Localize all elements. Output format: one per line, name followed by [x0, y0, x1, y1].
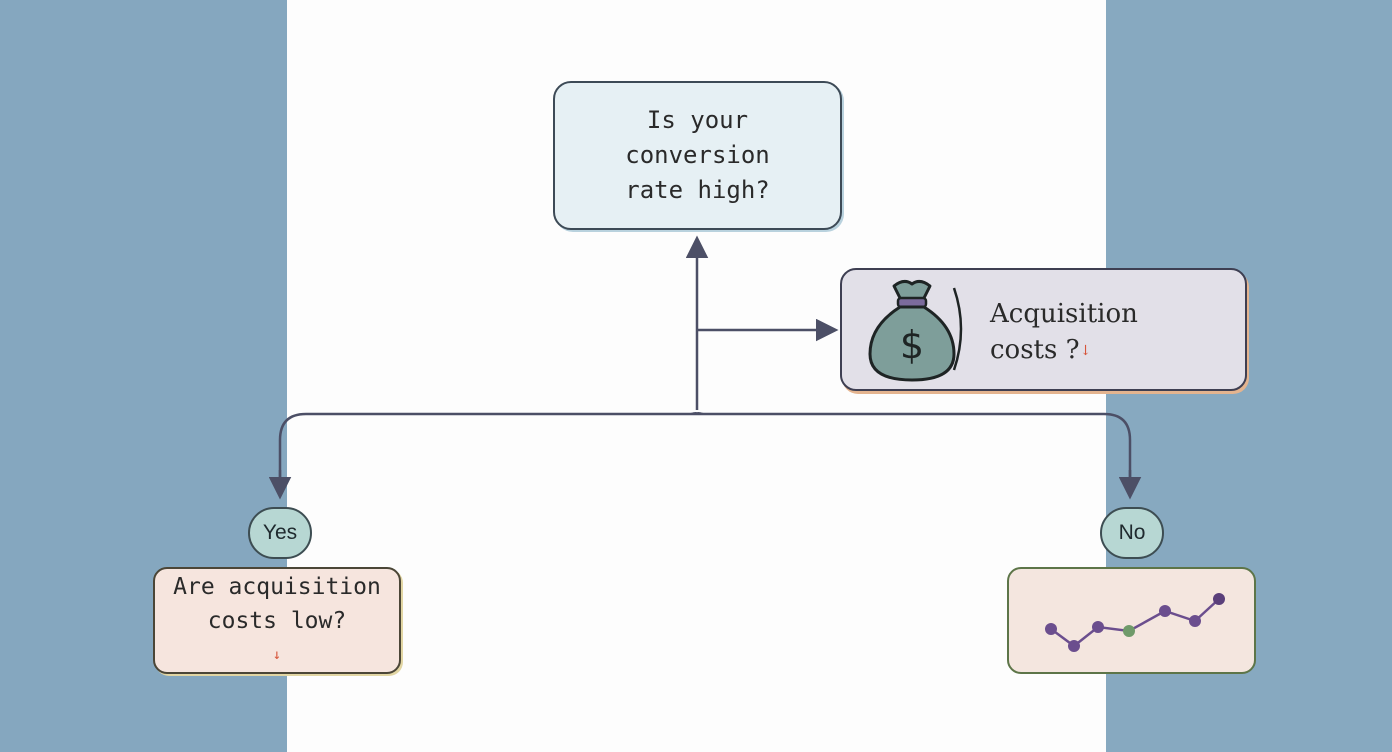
acquisition-label: Acquisition costs ?↓ [990, 296, 1210, 369]
svg-text:$: $ [900, 323, 924, 367]
yes-line-1: Are acquisition [173, 573, 381, 600]
divider-bracket [952, 287, 963, 371]
yes-branch-label: Yes [248, 507, 312, 559]
acquisition-line-2: costs ? [990, 335, 1080, 365]
no-label-text: No [1118, 521, 1146, 544]
yes-mark: ↓ [272, 646, 282, 663]
yes-label-text: Yes [262, 521, 298, 544]
split-bar-connector [278, 412, 1132, 492]
yes-line-2: costs low? [207, 607, 347, 634]
acquisition-mark: ↓ [1079, 343, 1092, 359]
no-branch-node [1007, 567, 1256, 674]
money-bag-icon: $ [860, 276, 964, 386]
acquisition-costs-node: $ Acquisition costs ?↓ [840, 268, 1247, 391]
acquisition-line-1: Acquisition [990, 299, 1138, 329]
acquisition-low-question-node: Are acquisition costs low? ↓ [153, 567, 401, 674]
question-line-3: rate high? [625, 176, 770, 204]
conversion-rate-question-node: Is your conversion rate high? [553, 81, 842, 230]
question-line-2: conversion [625, 141, 770, 169]
junction-tick [690, 412, 704, 415]
trend-line-icon [1045, 593, 1225, 652]
no-branch-label: No [1100, 507, 1164, 559]
question-line-1: Is your [646, 106, 749, 134]
